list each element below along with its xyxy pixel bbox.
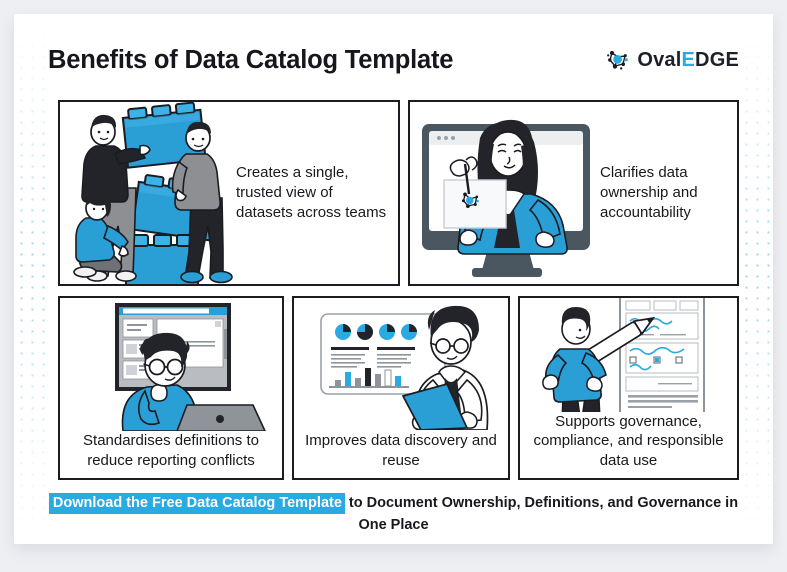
benefit-card-ownership[interactable]: Clarifies data ownership and accountabil… — [408, 100, 739, 286]
page-title: Benefits of Data Catalog Template — [48, 45, 454, 74]
dot-grid-right-decoration — [739, 14, 773, 544]
three-people-stacking-blue-blocks-illustration — [60, 102, 236, 284]
dot-grid-left-decoration — [14, 14, 48, 544]
brand-wordmark: OvalEDGE — [637, 50, 739, 70]
person-with-glasses-at-laptop-illustration — [60, 298, 282, 431]
benefit-caption-single-view: Creates a single, trusted view of datase… — [236, 164, 387, 221]
benefit-card-governance[interactable]: Supports governance, compliance, and res… — [518, 296, 739, 480]
benefit-card-single-view[interactable]: Creates a single, trusted view of datase… — [58, 100, 400, 286]
brand-logo[interactable]: OvalEDGE — [605, 47, 739, 73]
benefit-caption-discovery: Improves data discovery and reuse — [305, 432, 497, 469]
benefit-caption-standardise: Standardises definitions to reduce repor… — [83, 432, 259, 469]
infographic-page: Benefits of Data Catalog Template — [14, 14, 773, 544]
brand-word-main: Oval — [637, 49, 682, 71]
person-with-giant-pen-signing-document-illustration — [520, 298, 737, 412]
benefit-card-standardise[interactable]: Standardises definitions to reduce repor… — [58, 296, 284, 480]
benefit-caption-governance: Supports governance, compliance, and res… — [533, 412, 724, 469]
man-with-tablet-and-dashboard-illustration — [294, 298, 508, 431]
cta-banner: Download the Free Data Catalog Template … — [48, 492, 739, 537]
header: Benefits of Data Catalog Template — [48, 36, 739, 84]
brand-word-accent: E — [681, 49, 696, 71]
benefit-card-discovery[interactable]: Improves data discovery and reuse — [292, 296, 510, 480]
network-nodes-icon — [605, 47, 631, 73]
brand-word-tail: DGE — [695, 49, 739, 71]
woman-in-monitor-holding-logo-card-illustration — [410, 102, 600, 284]
benefit-caption-ownership: Clarifies data ownership and accountabil… — [600, 164, 698, 221]
cta-tail-text: to Document Ownership, Definitions, and … — [344, 495, 739, 534]
download-template-link[interactable]: Download the Free Data Catalog Template — [48, 493, 345, 514]
